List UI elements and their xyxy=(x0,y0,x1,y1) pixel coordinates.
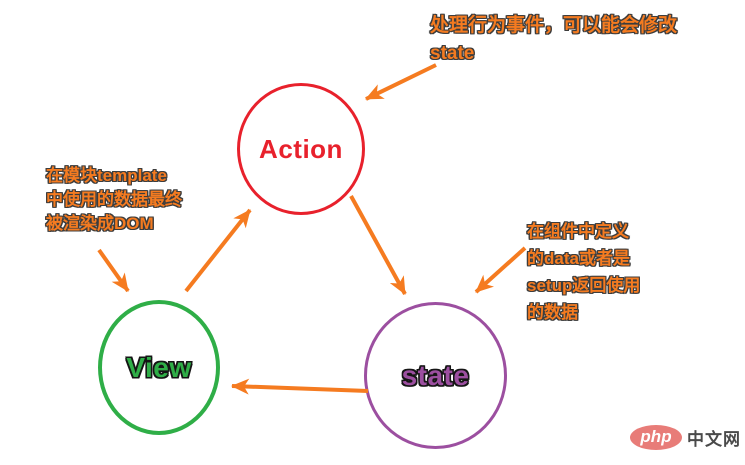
note-line: 中使用的数据最终 xyxy=(46,190,182,209)
note-line: 的数据 xyxy=(527,303,578,322)
arrow-state-to-view xyxy=(231,378,369,395)
action-note: 处理行为事件，可以能会修改 state xyxy=(430,12,677,68)
note-line: 在模块template xyxy=(46,166,167,185)
note-line: 被渲染成DOM xyxy=(46,214,154,233)
state-note: 在组件中定义 的data或者是 setup返回使用 的数据 xyxy=(527,218,640,326)
note-line: 的data或者是 xyxy=(527,249,630,268)
note-line: 在组件中定义 xyxy=(527,222,629,241)
arrow-view-to-action xyxy=(184,208,252,293)
note-line: state xyxy=(430,43,475,64)
view-node: View xyxy=(98,300,220,435)
action-node-label: Action xyxy=(259,133,343,164)
php-logo-text: 中文网 xyxy=(687,430,741,449)
note-line: 处理行为事件，可以能会修改 xyxy=(430,15,678,36)
arrow-action-to-state xyxy=(349,195,407,295)
arrow-state-note-to-state xyxy=(474,246,527,294)
php-site-logo: php 中文网 xyxy=(630,425,741,450)
state-node: state xyxy=(364,302,507,449)
php-logo-badge: php xyxy=(630,425,682,450)
state-node-label: state xyxy=(401,359,470,391)
arrow-view-note-to-view xyxy=(97,248,130,293)
action-node: Action xyxy=(237,83,365,215)
note-line: setup返回使用 xyxy=(527,276,641,295)
arrow-action-note-to-action xyxy=(365,63,437,101)
view-node-label: View xyxy=(126,351,192,383)
view-note: 在模块template 中使用的数据最终 被渲染成DOM xyxy=(46,164,182,236)
